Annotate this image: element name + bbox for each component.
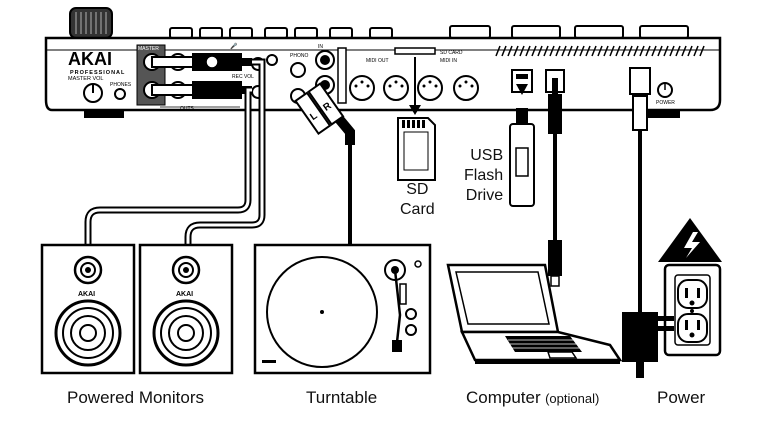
device-rear-panel: AKAI PROFESSIONAL MASTER VOL PHONES MAST…: [44, 7, 722, 118]
svg-text:SD CARD: SD CARD: [440, 50, 463, 56]
monitor-left: AKAI: [40, 243, 136, 375]
svg-text:AKAI: AKAI: [78, 291, 95, 298]
monitor-cables: [84, 58, 266, 245]
power-outlet: [658, 218, 722, 357]
svg-text:MASTER VOL: MASTER VOL: [68, 76, 103, 82]
svg-text:MIDI IN: MIDI IN: [440, 58, 457, 64]
powered-monitors-caption: Powered Monitors: [67, 388, 205, 407]
svg-text:🎤: 🎤: [230, 42, 238, 50]
svg-text:MASTER: MASTER: [138, 46, 159, 52]
brand-logo: AKAI: [68, 49, 112, 69]
monitor-cable-plugs: [151, 53, 252, 99]
turntable: [253, 243, 432, 375]
svg-text:IN: IN: [318, 44, 323, 50]
sd-card-callout: SD Card: [400, 181, 435, 218]
power-cable: [632, 95, 648, 312]
turntable-caption: Turntable: [306, 388, 378, 407]
svg-text:REC VOL: REC VOL: [232, 74, 254, 80]
svg-text:PROFESSIONAL: PROFESSIONAL: [70, 70, 125, 76]
laptop-computer: [446, 263, 623, 364]
sd-card: [397, 57, 436, 181]
monitor-right: AKAI: [138, 243, 234, 375]
svg-text:POWER: POWER: [656, 100, 675, 106]
power-caption: Power: [657, 388, 706, 407]
power-adapter: [622, 312, 674, 378]
usb-flash-drive: [509, 84, 535, 207]
svg-text:MIDI OUT: MIDI OUT: [366, 58, 389, 64]
sd-card-slot: [394, 47, 436, 55]
svg-text:PHONO: PHONO: [290, 53, 308, 59]
midi-ports: [349, 75, 479, 101]
power-inlet: [629, 67, 651, 95]
usb-cable: [548, 78, 562, 287]
powered-monitors: AKAI AKAI: [40, 243, 234, 375]
vent-grill: [495, 45, 705, 57]
svg-text:AKAI: AKAI: [176, 291, 193, 298]
phones-jack: [114, 88, 126, 100]
optional-note: (optional): [545, 391, 600, 406]
rca-cables: L R: [294, 82, 355, 245]
computer-caption: Computer (optional): [466, 388, 600, 407]
svg-text:L: L: [308, 110, 319, 123]
usb-flash-drive-callout: USB Flash Drive: [464, 147, 504, 204]
svg-text:OUTS: OUTS: [180, 106, 195, 112]
svg-text:PHONES: PHONES: [110, 82, 132, 88]
